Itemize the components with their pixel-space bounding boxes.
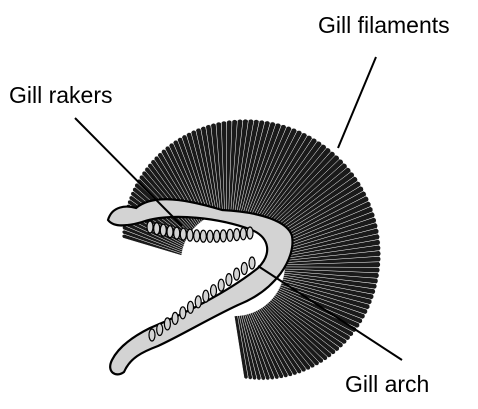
gill-raker [187,229,193,241]
gill-raker [227,229,233,241]
gill-raker [180,228,186,240]
gill-raker [226,274,232,286]
gill-raker [220,230,226,242]
gill-raker [160,224,166,236]
gill-raker [180,307,186,319]
gill-raker [174,227,180,239]
gill-raker [241,263,247,275]
gill-raker [234,229,240,241]
gill-raker [247,227,253,239]
gill-raker [149,329,155,341]
gill-rakers-label: Gill rakers [9,84,113,107]
gill-arch-label: Gill arch [345,373,429,396]
gill-raker [214,230,220,242]
gill-raker [188,301,194,313]
gill-raker [147,221,153,233]
gill-raker [200,230,206,242]
gill-raker [164,318,170,330]
gill-raker [249,257,255,269]
gill-raker [195,296,201,308]
gill-raker [203,290,209,302]
gill-raker [172,312,178,324]
gill-raker [167,226,173,238]
gill-raker [234,268,240,280]
gill-raker [194,230,200,242]
gill-raker [211,285,217,297]
gill-raker [218,279,224,291]
gill-raker [240,228,246,240]
gill-filaments-label: Gill filaments [318,14,450,37]
gill-raker [154,223,160,235]
gill-raker [157,324,163,336]
gill-raker [207,230,213,242]
gill-filaments-leader-line [338,57,376,148]
